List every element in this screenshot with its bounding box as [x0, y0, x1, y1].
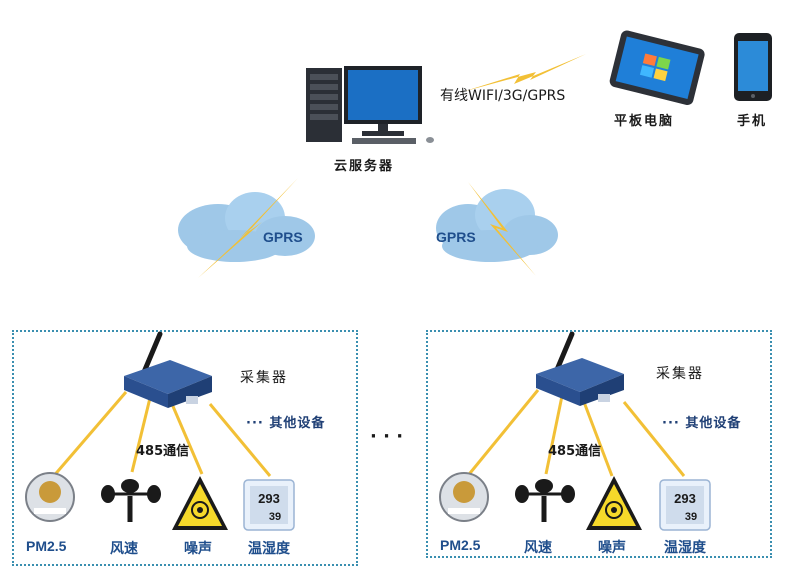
anemometer-icon	[515, 479, 575, 522]
between-groups-ellipsis: · · ·	[370, 426, 404, 447]
gprs-lightning-right-icon	[468, 182, 536, 276]
meter-top-reading: 293	[258, 491, 280, 506]
cloud-right-label: GPRS	[436, 229, 476, 245]
phone-icon	[734, 33, 772, 101]
cloud-right	[436, 182, 558, 276]
tablet-label: 平板电脑	[614, 114, 675, 129]
sensor-label: 风速	[524, 539, 552, 555]
cloud-left	[178, 178, 315, 278]
bus-label: 485通信	[136, 444, 190, 459]
group-2-graphics: 293 39	[439, 331, 711, 531]
pm25-sensor-icon	[439, 472, 489, 522]
group-1-graphics: 293 39	[25, 331, 295, 531]
sensor-label: PM2.5	[440, 537, 481, 553]
server-label: 云服务器	[334, 159, 395, 174]
link-label: 有线WIFI/3G/GPRS	[440, 88, 566, 104]
sensor-label: 噪声	[598, 539, 626, 555]
noise-warning-icon	[586, 476, 642, 530]
group-1-box	[12, 330, 358, 566]
collector-label: 采集器	[240, 370, 288, 386]
group-2-box	[426, 330, 772, 558]
link-lightning-icon	[462, 54, 586, 92]
bus-label: 485通信	[548, 444, 602, 459]
other-devices-label: ··· 其他设备	[662, 416, 742, 431]
sensor-label: 风速	[110, 540, 138, 556]
sensor-label: 噪声	[184, 540, 212, 556]
collector-device-icon	[124, 331, 212, 408]
cloud-left-label: GPRS	[263, 229, 303, 245]
server-tower-icon	[306, 68, 342, 142]
sensor-label: 温湿度	[248, 540, 290, 556]
thermo-hygrometer-icon: 293 39	[659, 479, 711, 531]
noise-warning-icon	[172, 476, 228, 530]
tablet-icon	[609, 30, 705, 106]
collector-label: 采集器	[656, 366, 704, 382]
thermo-hygrometer-icon: 293 39	[243, 479, 295, 531]
pm25-sensor-icon	[25, 472, 75, 522]
meter-bottom-reading: 39	[269, 511, 281, 523]
monitor-icon	[344, 66, 434, 144]
other-devices-label: ··· 其他设备	[246, 416, 326, 431]
meter-top-reading: 293	[674, 491, 696, 506]
collector-device-icon	[536, 331, 624, 406]
phone-label: 手机	[737, 114, 768, 129]
sensor-label: PM2.5	[26, 538, 67, 554]
meter-bottom-reading: 39	[685, 511, 697, 523]
anemometer-icon	[101, 479, 161, 522]
sensor-label: 温湿度	[664, 539, 706, 555]
